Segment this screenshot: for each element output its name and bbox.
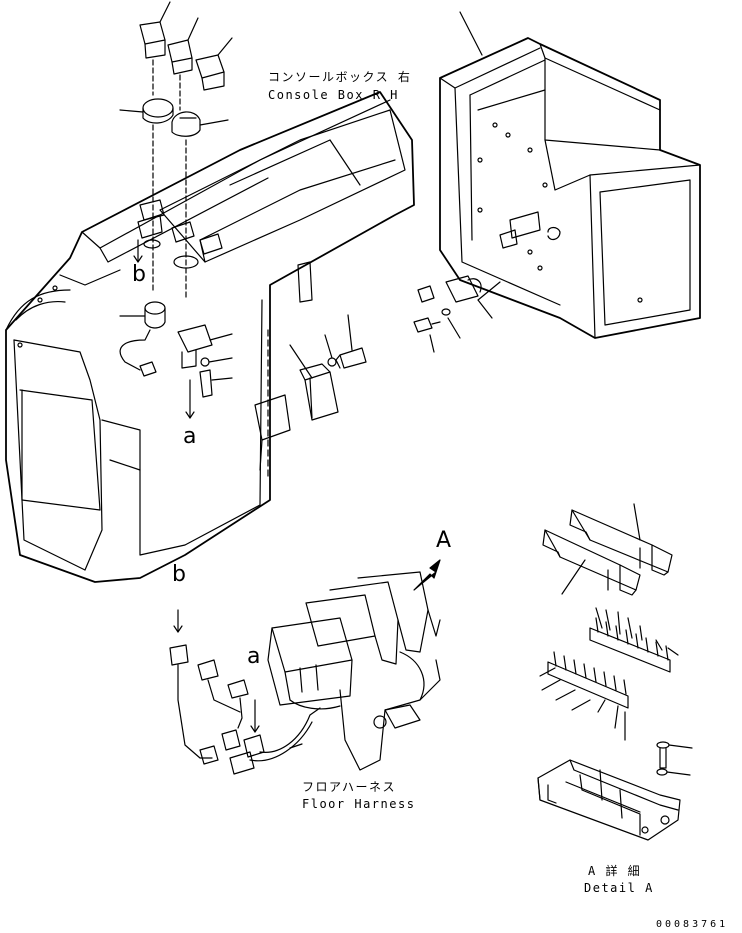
detail-a-label-en: Detail A bbox=[584, 881, 654, 895]
console-box-label-jp: コンソールボックス 右 bbox=[268, 70, 412, 84]
callout-b-console: b bbox=[132, 262, 146, 287]
drawing-number: 00083761 bbox=[656, 919, 729, 930]
switch-caps bbox=[119, 1, 233, 301]
detail-a-label-jp: A 詳 細 bbox=[588, 864, 642, 878]
callout-a-console: a bbox=[183, 424, 197, 449]
relay-parts bbox=[289, 314, 367, 421]
floor-harness-label-en: Floor Harness bbox=[302, 797, 416, 811]
callout-a-harness: a bbox=[247, 644, 261, 669]
console-box-rh bbox=[5, 91, 415, 583]
floor-harness-label-jp: フロアハーネス bbox=[302, 780, 397, 794]
rear-cover-box bbox=[413, 11, 701, 353]
callout-a-view: A bbox=[436, 528, 452, 553]
console-box-label-en: Console Box R H bbox=[268, 88, 399, 102]
detail-a bbox=[537, 503, 693, 841]
floor-harness-assembly bbox=[169, 559, 441, 775]
key-switch-assembly bbox=[119, 301, 233, 419]
callout-b-harness: b bbox=[172, 562, 186, 587]
